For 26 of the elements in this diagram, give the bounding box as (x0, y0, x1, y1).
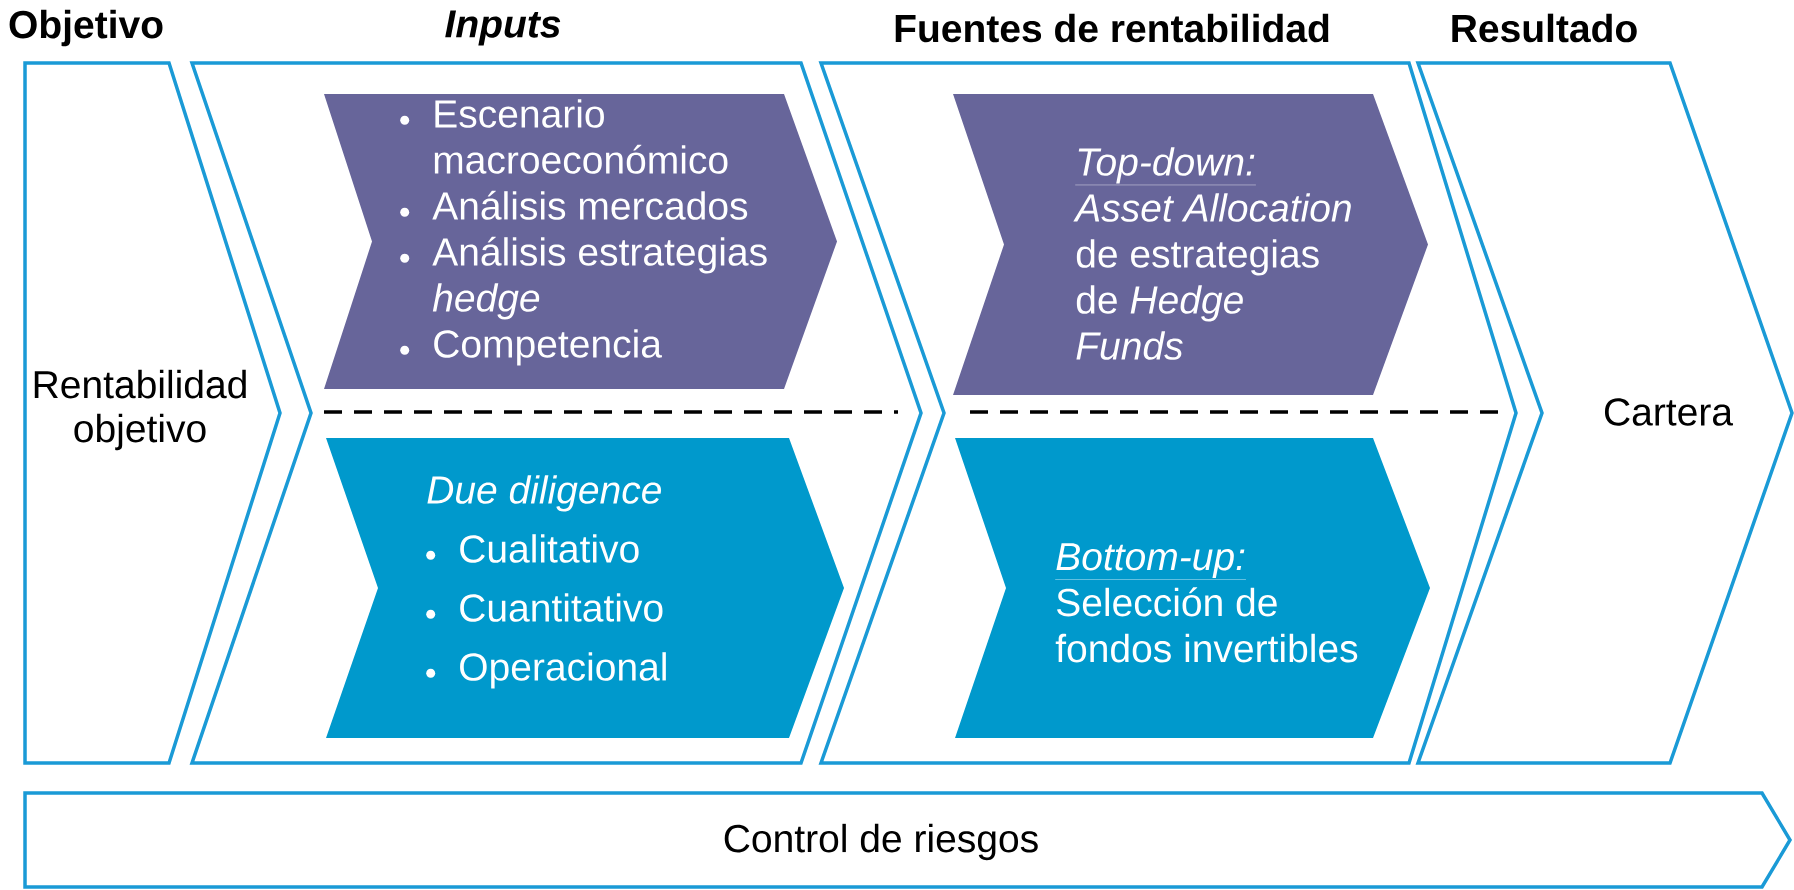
column-heading: Inputs (445, 10, 561, 46)
bullet-item: Operacional (460, 652, 666, 689)
list-heading: Due diligence (427, 475, 661, 512)
chevron-panel (953, 94, 1428, 395)
bullet-item: Análisis estrategias hedge (432, 236, 767, 320)
bullet-item: Escenario macroeconómico (434, 99, 728, 174)
body-text: Selección de fondos invertibles (1055, 587, 1358, 663)
column-heading: Resultado (1452, 13, 1637, 43)
chevron-panel (326, 438, 844, 738)
chevron-frame (9, 9, 282, 765)
body-text: Rentabilidad objetivo (34, 369, 246, 451)
text-heading: Bottom-up: (1055, 543, 1247, 580)
banner-text: Control de riesgos (724, 823, 1038, 861)
body-text: Cartera (1604, 398, 1733, 426)
chevron-panel (955, 438, 1430, 738)
chevron-panel (324, 94, 837, 389)
column-heading: Fuentes de rentabilidad (895, 13, 1329, 43)
bullet-item: Cualitativo (460, 534, 639, 563)
banner-panel (23, 791, 1793, 889)
bullet-item: Análisis mercados (432, 190, 748, 220)
chevron-frame (1415, 13, 1794, 765)
bullet-item: Competencia (434, 329, 662, 366)
body-text: Asset Allocation de estrategias de Hedge Funds (1073, 193, 1351, 360)
text-heading: Top-down: (1075, 147, 1257, 186)
bullet-item: Cuantitativo (460, 593, 663, 622)
column-heading: Objetivo (9, 9, 163, 47)
